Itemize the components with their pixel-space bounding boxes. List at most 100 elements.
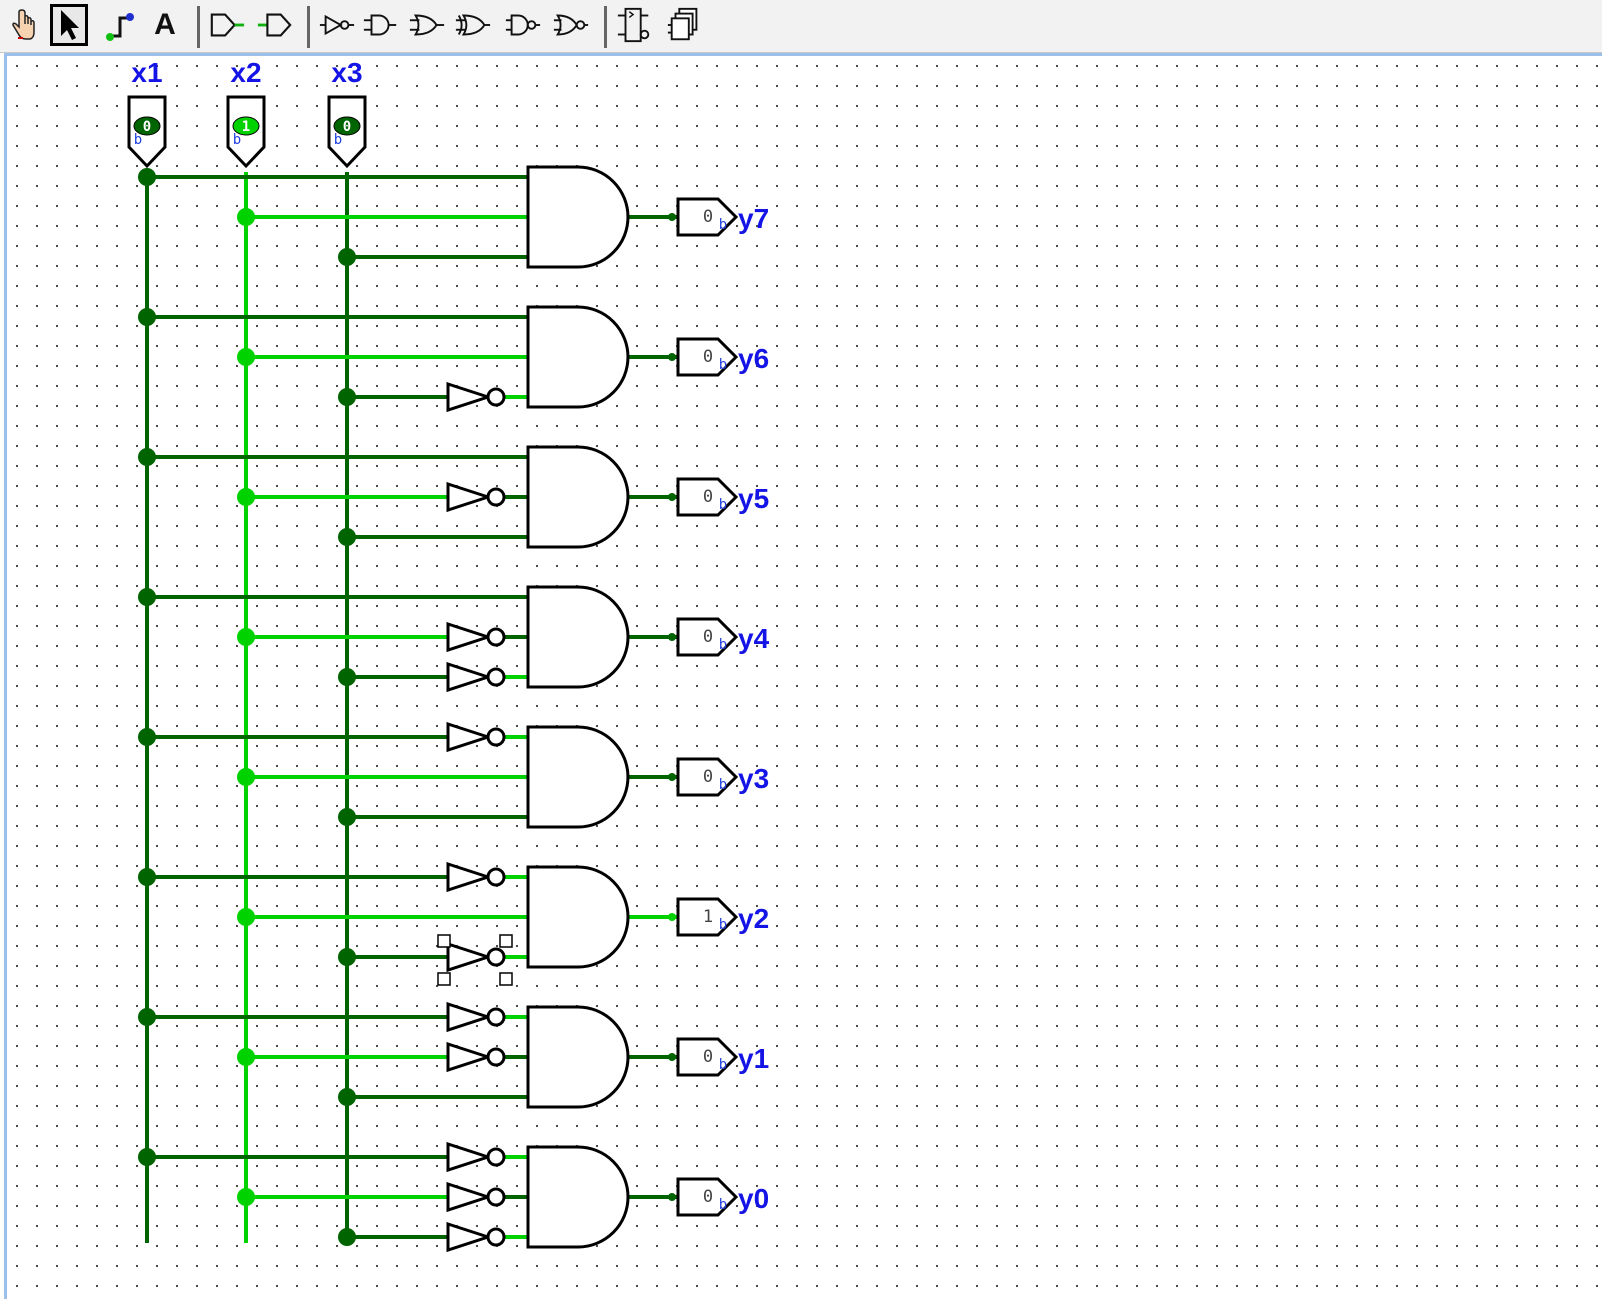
and-gate-y0[interactable] bbox=[526, 1145, 630, 1249]
not-gate-bubble[interactable] bbox=[486, 867, 506, 887]
not-gate-bubble[interactable] bbox=[486, 387, 506, 407]
not-gate-bubble[interactable] bbox=[486, 947, 506, 967]
not-gate-bubble[interactable] bbox=[486, 627, 506, 647]
and-gate-button[interactable] bbox=[362, 4, 400, 46]
selection-handle[interactable] bbox=[499, 934, 513, 948]
input-pin-x2[interactable]: 1b bbox=[226, 95, 266, 169]
output-pin-body[interactable] bbox=[676, 477, 739, 517]
input-pin-x1[interactable]: 0b bbox=[127, 95, 167, 169]
or-gate-button[interactable] bbox=[408, 4, 446, 46]
and-gate-y6[interactable] bbox=[526, 305, 630, 409]
and-gate-y2[interactable] bbox=[526, 865, 630, 969]
not-gate-bubble[interactable] bbox=[486, 1147, 506, 1167]
gates bbox=[437, 165, 630, 1253]
selection-handle[interactable] bbox=[499, 972, 513, 986]
not-gate-triangle[interactable] bbox=[446, 621, 493, 653]
output-pin-base: b bbox=[719, 217, 727, 233]
not-gate-y4-x2[interactable] bbox=[446, 621, 506, 653]
add-output-pin-icon bbox=[257, 13, 292, 37]
not-gate-bubble[interactable] bbox=[486, 667, 506, 687]
not-gate-y1-x2[interactable] bbox=[446, 1041, 506, 1073]
input-pin-state[interactable] bbox=[333, 116, 361, 136]
not-gate-triangle[interactable] bbox=[446, 721, 493, 753]
poke-tool-button[interactable] bbox=[4, 4, 42, 46]
not-gate-triangle[interactable] bbox=[446, 1001, 493, 1033]
not-gate-triangle[interactable] bbox=[446, 1221, 493, 1253]
wire-junction bbox=[338, 668, 356, 686]
not-gate-y5-x2[interactable] bbox=[446, 481, 506, 513]
not-gate-y2-x1[interactable] bbox=[446, 861, 506, 893]
not-gate-triangle[interactable] bbox=[446, 481, 493, 513]
not-gate-triangle[interactable] bbox=[446, 861, 493, 893]
output-pin-body[interactable] bbox=[676, 897, 739, 937]
output-pin-body[interactable] bbox=[676, 197, 739, 237]
add-input-pin-button[interactable] bbox=[208, 4, 246, 46]
not-gate-bubble[interactable] bbox=[486, 727, 506, 747]
wiring-tool-icon bbox=[106, 13, 134, 41]
output-label-y0: y0 bbox=[738, 1183, 769, 1214]
wire-junction bbox=[338, 1228, 356, 1246]
wire-junction bbox=[338, 248, 356, 266]
input-pin-x3[interactable]: 0b bbox=[327, 95, 367, 169]
not-gate-bubble[interactable] bbox=[486, 1227, 506, 1247]
not-gate-triangle[interactable] bbox=[446, 661, 493, 693]
not-gate-triangle[interactable] bbox=[446, 941, 493, 973]
output-pin-value: 0 bbox=[703, 347, 713, 367]
not-gate-y6-x3[interactable] bbox=[446, 381, 506, 413]
text-tool-button[interactable]: A bbox=[146, 4, 184, 46]
not-gate-triangle[interactable] bbox=[446, 1181, 493, 1213]
not-gate-y3-x1[interactable] bbox=[446, 721, 506, 753]
output-pin-body[interactable] bbox=[676, 1037, 739, 1077]
nand-gate-button[interactable] bbox=[504, 4, 542, 46]
add-output-pin-button[interactable] bbox=[256, 4, 294, 46]
not-gate-y0-x3[interactable] bbox=[446, 1221, 506, 1253]
selection-handle[interactable] bbox=[437, 972, 451, 986]
not-gate-y4-x3[interactable] bbox=[446, 661, 506, 693]
output-pin-body[interactable] bbox=[676, 617, 739, 657]
input-pin-state[interactable] bbox=[232, 116, 260, 136]
not-gate-bubble[interactable] bbox=[486, 1007, 506, 1027]
not-gate-triangle[interactable] bbox=[446, 1141, 493, 1173]
not-gate-y2-x3[interactable] bbox=[446, 941, 506, 973]
xor-gate-button[interactable] bbox=[454, 4, 492, 46]
and-gate-y7[interactable] bbox=[526, 165, 630, 269]
decoder-row-y7 bbox=[526, 165, 630, 269]
circuit-canvas[interactable] bbox=[4, 53, 1602, 1299]
not-gate-triangle[interactable] bbox=[446, 381, 493, 413]
not-gate-bubble[interactable] bbox=[486, 1187, 506, 1207]
and-gate-y5[interactable] bbox=[526, 445, 630, 549]
not-gate-button[interactable] bbox=[318, 4, 356, 46]
and-gate-y4[interactable] bbox=[526, 585, 630, 689]
and-gate-y1[interactable] bbox=[526, 1005, 630, 1109]
nor-gate-button[interactable] bbox=[552, 4, 590, 46]
flip-flop-button[interactable] bbox=[616, 4, 654, 46]
subcircuit-button[interactable] bbox=[666, 4, 704, 46]
not-gate-y1-x1[interactable] bbox=[446, 1001, 506, 1033]
not-gate-bubble[interactable] bbox=[486, 487, 506, 507]
output-pin-body[interactable] bbox=[676, 337, 739, 377]
and-gate-y3[interactable] bbox=[526, 725, 630, 829]
toolbar-separator bbox=[197, 6, 200, 48]
not-gate-y0-x1[interactable] bbox=[446, 1141, 506, 1173]
select-tool-button[interactable] bbox=[50, 4, 88, 46]
wire-junction bbox=[138, 448, 156, 466]
output-pin-body[interactable] bbox=[676, 1177, 739, 1217]
wiring-tool-button[interactable] bbox=[100, 4, 138, 46]
not-gate-y0-x2[interactable] bbox=[446, 1181, 506, 1213]
selection-handle[interactable] bbox=[437, 934, 451, 948]
not-gate-triangle[interactable] bbox=[446, 1041, 493, 1073]
input-label-x2: x2 bbox=[230, 57, 261, 88]
decoder-row-y3 bbox=[446, 721, 630, 829]
output-pin-body[interactable] bbox=[676, 757, 739, 797]
not-gate-bubble[interactable] bbox=[486, 1047, 506, 1067]
input-pin-state[interactable] bbox=[133, 116, 161, 136]
input-pin-value: 1 bbox=[242, 119, 250, 135]
